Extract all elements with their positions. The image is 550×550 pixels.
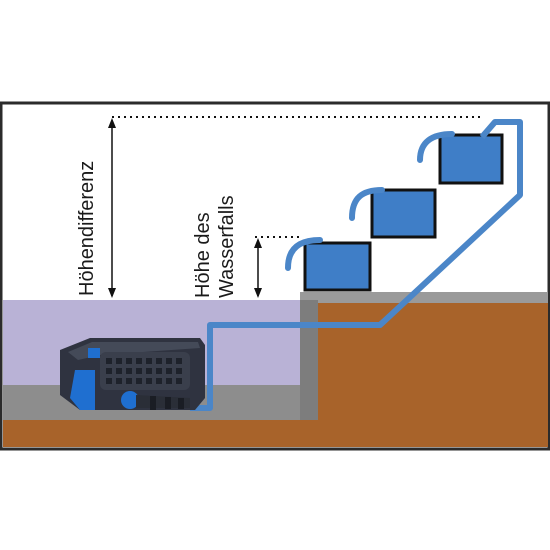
spout-3 — [417, 131, 455, 163]
spout-1 — [285, 237, 323, 271]
hill-top — [300, 292, 548, 303]
basin-1 — [303, 241, 372, 292]
basin-3 — [438, 133, 504, 185]
soil-slope — [300, 300, 548, 447]
height-diff-arrowhead-bottom — [108, 288, 116, 298]
height-difference-label: Höhendifferenz — [76, 160, 98, 296]
height-diff-arrowhead-top — [108, 118, 116, 128]
hill-gray-face — [300, 300, 318, 420]
waterfall-arrowhead-bottom — [254, 288, 262, 298]
spout-2 — [349, 187, 385, 221]
basin-2 — [370, 188, 437, 239]
waterfall-height-label-line2: Wasserfalls — [216, 195, 238, 298]
hose — [190, 119, 523, 411]
waterfall-arrowhead-top — [254, 238, 262, 248]
waterfall-height-label-line1: Höhe des — [192, 212, 214, 298]
pump-icon — [60, 338, 205, 410]
